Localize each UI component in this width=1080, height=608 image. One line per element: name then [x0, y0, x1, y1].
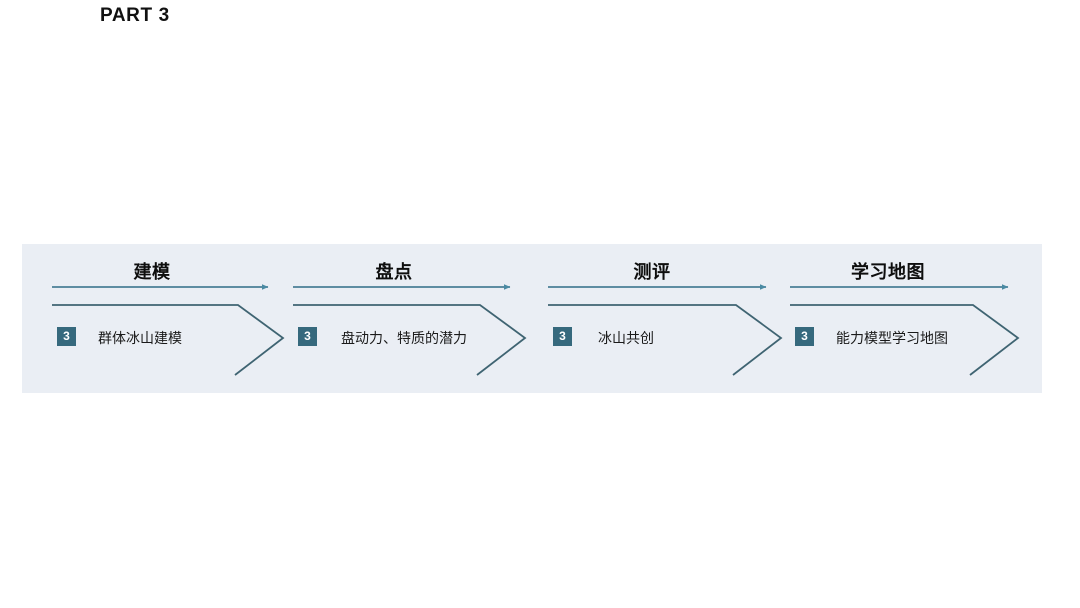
- stage-title-2: 盘点: [375, 262, 413, 282]
- stage-badge-4: 3: [795, 327, 814, 346]
- stage-title-3: 测评: [633, 262, 671, 282]
- stage-description-3: 冰山共创: [598, 330, 654, 346]
- stage-title-4: 学习地图: [851, 262, 925, 282]
- page-title: PART 3: [100, 5, 170, 26]
- stage-description-4: 能力模型学习地图: [836, 330, 948, 346]
- stage-badge-2: 3: [298, 327, 317, 346]
- stage-title-1: 建模: [133, 262, 171, 282]
- stage-badge-1: 3: [57, 327, 76, 346]
- stage-description-2: 盘动力、特质的潜力: [341, 330, 467, 346]
- stage-description-1: 群体冰山建模: [98, 330, 182, 346]
- stage-badge-3: 3: [553, 327, 572, 346]
